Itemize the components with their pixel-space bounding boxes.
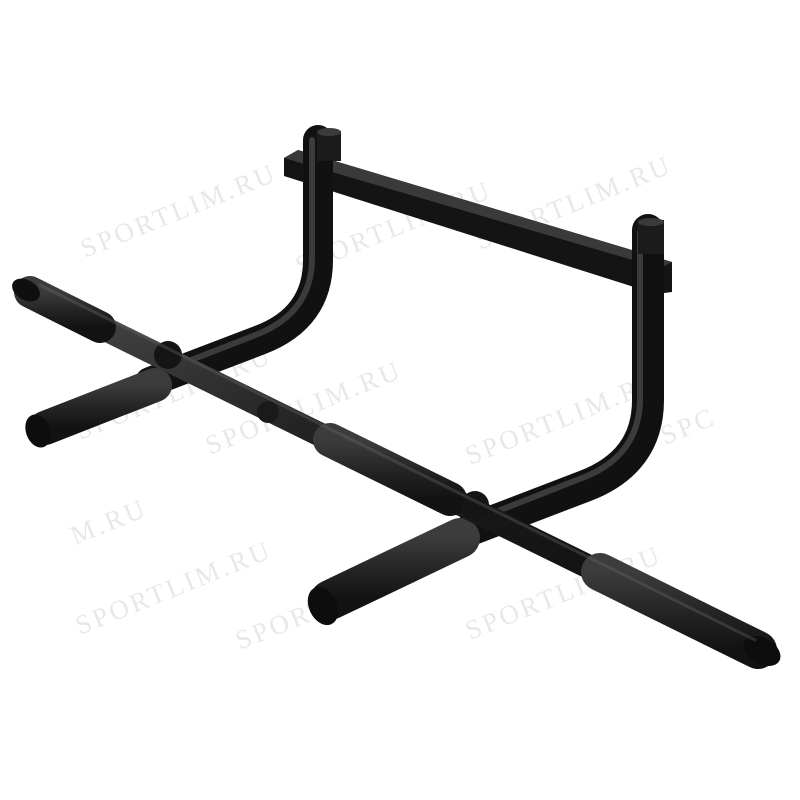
- right-front-grip: [307, 518, 480, 626]
- left-hook: [135, 125, 341, 397]
- watermark-fragment-2: M.RU: [66, 493, 152, 551]
- left-front-grip: [25, 368, 172, 448]
- back-rail: [284, 150, 672, 294]
- watermark-1: SPORTLIM.RU: [76, 157, 281, 263]
- right-hook: [454, 214, 664, 546]
- watermark-fragment-1: SPC: [656, 401, 720, 450]
- main-bar: [12, 276, 781, 669]
